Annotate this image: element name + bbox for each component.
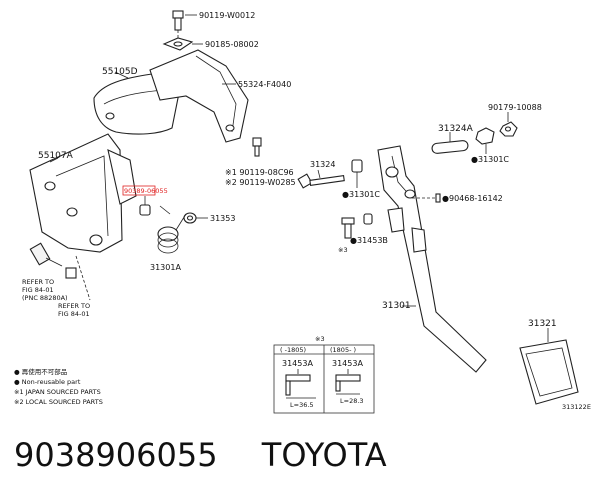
label-31301: 31301: [382, 301, 411, 311]
pedal-arm-31301[interactable]: [377, 145, 487, 373]
refer1-line3: (PNC 88280A): [22, 294, 68, 302]
label-31324a: 31324A: [438, 124, 474, 134]
label-31324: 31324: [310, 160, 335, 169]
label-star3: ※3: [338, 246, 348, 254]
note-2-code: ※2 90119-W0285: [225, 178, 296, 187]
part-number: 9038906055: [14, 436, 218, 474]
bushing-31353[interactable]: [183, 212, 208, 224]
label-90179-10088: 90179-10088: [488, 103, 542, 112]
inset-col-1: ( -1805): [280, 346, 306, 354]
label-31301c-right: ●31301C: [471, 155, 509, 164]
bolt-90119-w0012[interactable]: [172, 10, 197, 31]
legend-line-4: ※2 LOCAL SOURCED PARTS: [14, 398, 103, 406]
plate-90185-08002[interactable]: [162, 30, 203, 51]
bushing-90389-06055[interactable]: [139, 196, 151, 216]
inset-part-1: 31453A: [282, 359, 313, 368]
inset-col-2: (1805- ): [330, 346, 356, 354]
label-90389-06055[interactable]: 90389-06055: [124, 187, 168, 195]
inset-length-1: L=36.5: [290, 401, 314, 409]
inset-title: ※3: [315, 335, 325, 343]
bolt-90119-08c96[interactable]: [252, 137, 262, 157]
pin-31453b[interactable]: [341, 213, 373, 239]
support-55107a[interactable]: [29, 133, 137, 253]
sleeve-31324a[interactable]: [431, 132, 469, 154]
label-55107a: 55107A: [38, 151, 74, 161]
inset-part-2: 31453A: [332, 359, 363, 368]
pedal-pad-31321[interactable]: [519, 328, 579, 405]
label-31353: 31353: [210, 214, 235, 223]
refer1-line1: REFER TO: [22, 278, 54, 286]
label-55105d: 55105D: [102, 67, 138, 77]
legend-line-3: ※1 JAPAN SOURCED PARTS: [14, 388, 101, 396]
pin-short[interactable]: [335, 374, 361, 382]
label-31301c-left: ●31301C: [342, 190, 380, 199]
bolt-31324[interactable]: [297, 169, 345, 189]
label-90119-w0012: 90119-W0012: [199, 11, 255, 20]
label-31301a: 31301A: [150, 263, 181, 272]
figure-code: 313122E: [562, 403, 591, 411]
label-31453b: ●31453B: [350, 236, 388, 245]
bracket-55324-f4040[interactable]: [149, 49, 249, 143]
stop-lamp-switch[interactable]: [29, 242, 91, 301]
inset-31453a: ※3 ( -1805) (1805- ) 31453A 31453A L=36.…: [273, 335, 375, 414]
note-1-code: ※1 90119-08C96: [225, 168, 294, 177]
footer: 9038906055 TOYOTA: [14, 436, 594, 486]
collar-31301c-left[interactable]: [351, 159, 363, 188]
label-90468-16142: ●90468-16142: [442, 194, 503, 203]
brand-name: TOYOTA: [261, 436, 387, 474]
spring-31301a[interactable]: [157, 205, 187, 254]
inset-length-2: L=28.3: [340, 397, 364, 405]
clip-90468-16142[interactable]: [412, 193, 441, 203]
label-31321: 31321: [528, 319, 557, 329]
legend-line-1: ● 再使用不可部品: [14, 367, 67, 376]
pin-long[interactable]: [285, 374, 311, 382]
collar-31301c-right[interactable]: [475, 127, 495, 154]
parts-diagram: 90119-W0012 90185-08002 55105D 55324-F40…: [14, 10, 591, 414]
label-90185-08002: 90185-08002: [205, 40, 259, 49]
label-55324-f4040: 55324-F4040: [238, 80, 291, 89]
refer1-line2: FIG 84-01: [22, 286, 54, 294]
legend-line-2: ● Non-reusable part: [14, 378, 81, 386]
refer2-line2: FIG 84-01: [58, 310, 90, 318]
highlight-box: [122, 185, 156, 196]
nut-90179-10088[interactable]: [499, 112, 518, 137]
refer2-line1: REFER TO: [58, 302, 90, 310]
